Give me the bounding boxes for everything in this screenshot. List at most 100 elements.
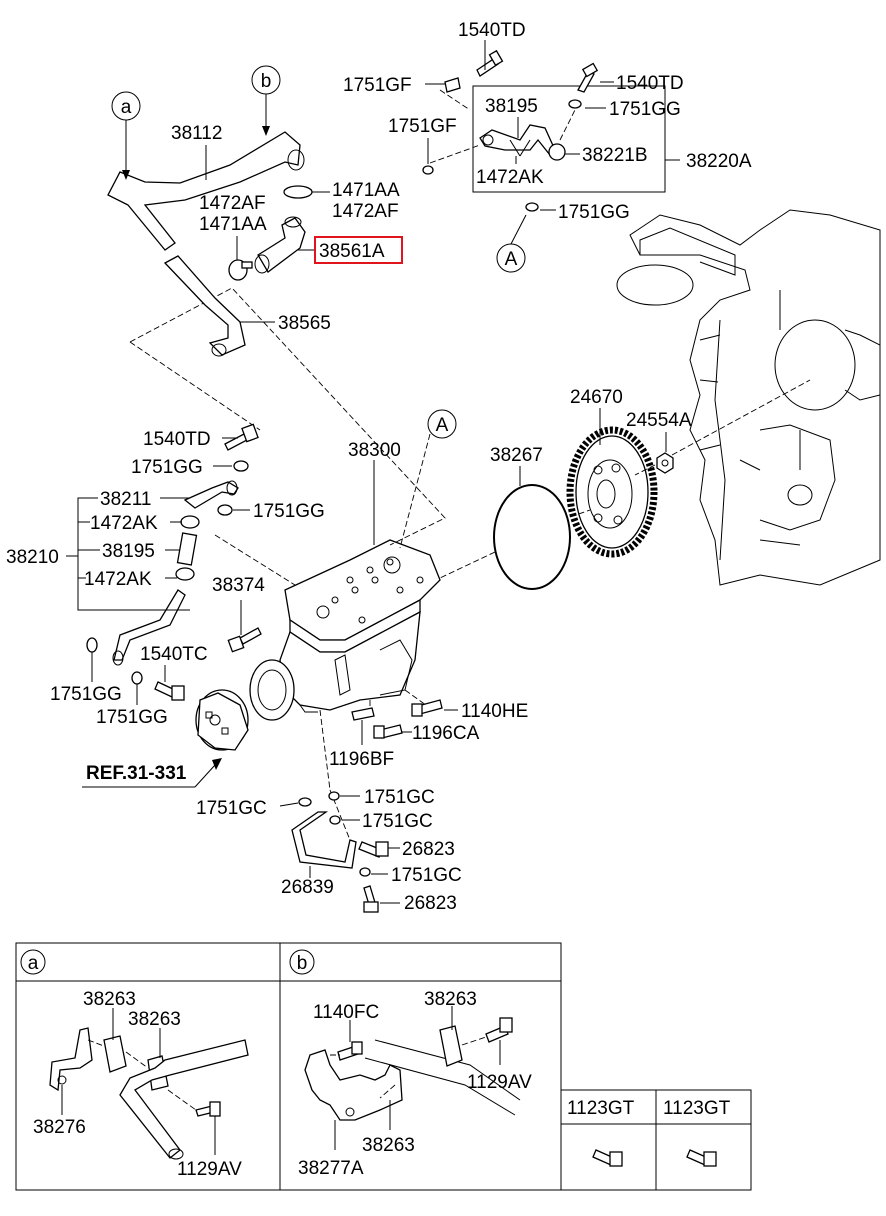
label-1751GG-c: 1751GG: [131, 457, 203, 478]
bolt-1140HE: [411, 699, 443, 717]
washer-1751GC-b: [328, 791, 340, 801]
label-1472AF-a: 1472AF: [199, 193, 266, 214]
label-1472AK-b: 1472AK: [90, 513, 158, 534]
hose-38112: [107, 131, 305, 251]
label-1140HE: 1140HE: [461, 701, 528, 722]
pipe-26839: [291, 811, 357, 869]
panel-b-label-38263-a: 38263: [424, 989, 477, 1010]
clamp-1472AK-2: [175, 567, 195, 581]
pipe-lower-left: [112, 589, 186, 666]
bolt-1123GT-icon-2: [686, 1149, 717, 1167]
label-1540TD-b: 1540TD: [616, 73, 684, 94]
label-38374: 38374: [212, 575, 265, 596]
label-1751GG-d: 1751GG: [253, 501, 325, 522]
hose-38565: [163, 255, 246, 357]
panel-a-label-1129AV: 1129AV: [177, 1159, 242, 1180]
label-26823-b: 26823: [404, 893, 457, 914]
callout-labels: 1540TD 1751GF 1540TD 38195 1751GG 1751GF…: [6, 20, 752, 914]
washer-1751GC-c: [329, 815, 341, 825]
panel-b-label-38263-b: 38263: [362, 1135, 415, 1156]
clamp-1472AK: [180, 515, 200, 529]
label-1196CA: 1196CA: [412, 723, 480, 744]
ref-circle-A-mid: A: [427, 409, 457, 439]
panel-a-label-38263-a: 38263: [83, 989, 136, 1010]
bolt-1540TC: [131, 671, 185, 701]
washer-1751GC-a: [298, 797, 312, 807]
panel-b-tag: b: [297, 953, 308, 974]
panel-a-label-38263-b: 38263: [128, 1009, 181, 1030]
washer-1751GF: [422, 165, 434, 175]
label-1472AK-c: 1472AK: [84, 569, 152, 590]
ref-circle-a: a: [111, 91, 141, 121]
bolt-1540TD: [476, 49, 504, 77]
gasket-1751GF: [444, 77, 461, 93]
label-38221B: 38221B: [582, 145, 648, 166]
panel-a-tag: a: [28, 953, 39, 974]
label-38220A: 38220A: [686, 151, 752, 172]
label-1751GG-e: 1751GG: [50, 684, 122, 705]
washer-1751GG-mid: [217, 504, 233, 516]
label-1751GC-b: 1751GC: [364, 787, 435, 808]
label-24670: 24670: [570, 387, 623, 408]
compressor-38300: [249, 539, 441, 721]
panel-a-label-38276: 38276: [33, 1117, 86, 1138]
oring-38267: [493, 484, 571, 590]
highlight-box-38561A: [314, 236, 403, 264]
bolt-1196CA: [373, 724, 403, 739]
engine-housing: [616, 209, 881, 586]
ref-A-mid-label: A: [436, 415, 449, 436]
washer-1751GG-2: [525, 202, 539, 212]
label-1540TD-c: 1540TD: [143, 429, 211, 450]
label-1472AK-a: 1472AK: [476, 167, 544, 188]
bolt-26823-b: [363, 885, 379, 913]
ref-circle-A-top: A: [496, 243, 526, 273]
washer-1751GC-d: [359, 867, 371, 877]
washer-1751GG-left: [86, 637, 98, 653]
label-38210: 38210: [6, 547, 59, 568]
label-1471AA-a: 1471AA: [332, 180, 400, 201]
label-1751GC-d: 1751GC: [391, 865, 462, 886]
bolt-26823-a: [358, 841, 389, 858]
label-38195-a: 38195: [485, 96, 538, 117]
leader-lines: [66, 40, 680, 904]
hose-38195: [176, 532, 198, 566]
label-38561A[interactable]: 38561A: [319, 241, 385, 262]
panel-b-label-38277A: 38277A: [298, 1158, 364, 1179]
label-1471AA-b: 1471AA: [199, 214, 267, 235]
hose-38561A: [254, 216, 306, 274]
panel-b-label-1129AV: 1129AV: [467, 1072, 532, 1093]
bolt-1123GT-icon: [592, 1149, 623, 1167]
label-1751GG-f: 1751GG: [96, 707, 168, 728]
label-26839: 26839: [281, 877, 334, 898]
detail-panel-b: b 1140FC 38263 1129AV 38263 38277A: [279, 942, 562, 1191]
label-1751GG-b: 1751GG: [558, 202, 630, 223]
label-26823-a: 26823: [402, 839, 455, 860]
pipe-38211: [183, 480, 239, 509]
pipe-assembly-38220A: [472, 85, 666, 193]
bolt-1540TD-2: [577, 62, 599, 93]
panel-c-label-col1: 1123GT: [567, 1098, 635, 1119]
label-24554A: 24554A: [626, 410, 692, 431]
panel-b-label-1140FC: 1140FC: [313, 1002, 379, 1023]
detail-panel-c: 1123GT 1123GT: [560, 1089, 752, 1191]
label-1196BF: 1196BF: [329, 749, 394, 770]
washer-1751GG: [568, 99, 582, 109]
label-1751GF-b: 1751GF: [388, 116, 457, 137]
ref-b-label: b: [261, 71, 272, 92]
label-ref-31-331[interactable]: REF.31-331: [86, 763, 187, 784]
panel-c-label-col2: 1123GT: [663, 1098, 731, 1119]
label-38211: 38211: [100, 489, 151, 510]
label-38267: 38267: [490, 445, 543, 466]
ref-A-top-label: A: [505, 249, 518, 270]
label-1472AF-b: 1472AF: [332, 201, 399, 222]
label-1751GC-a: 1751GC: [196, 798, 267, 819]
label-1751GC-c: 1751GC: [362, 811, 433, 832]
ref-a-label: a: [121, 97, 132, 118]
bolt-1540TD-left: [224, 423, 259, 451]
nut-24554A: [656, 452, 674, 474]
bolt-38374: [227, 627, 262, 653]
gear-24670: [566, 426, 658, 558]
label-1751GF-a: 1751GF: [343, 75, 412, 96]
